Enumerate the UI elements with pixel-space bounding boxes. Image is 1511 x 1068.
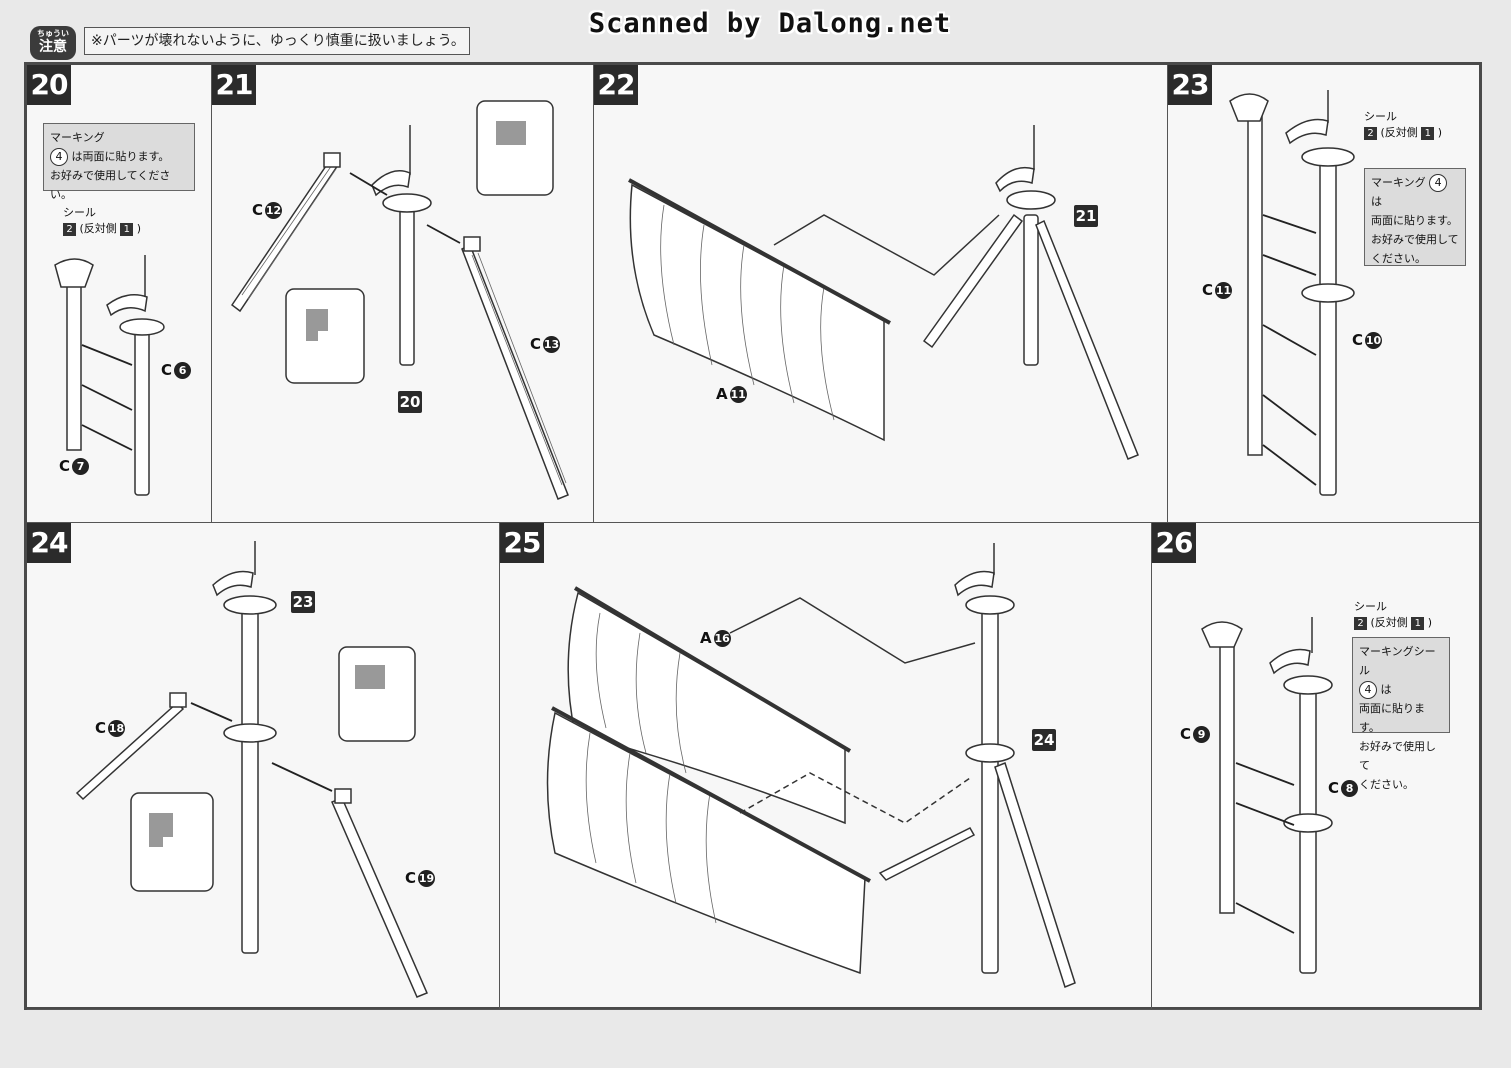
- marking-pref-2: ください。: [1359, 778, 1414, 791]
- seal-b: 1: [1411, 617, 1425, 630]
- seal-close: ): [136, 222, 142, 235]
- seal-word: シール: [1364, 110, 1397, 123]
- mast-illustration: [1201, 617, 1333, 974]
- step-20-panel: 20 マーキング 4 は両面に貼ります。 お好みで使用してください。 シール 2…: [27, 65, 212, 523]
- marking-both-sides: 両面に貼ります。: [1371, 214, 1458, 227]
- caution-text: ※パーツが壊れないように、ゆっくり慎重に扱いましょう。: [84, 27, 470, 55]
- seal-close: ): [1427, 616, 1433, 629]
- marking-ha: は: [1380, 683, 1392, 696]
- marking-pref-1: お好みで使用して: [1371, 233, 1459, 246]
- seal-opposite: (反対側: [1380, 126, 1418, 139]
- marking-title: マーキング: [50, 131, 105, 144]
- seal-note: シール 2 (反対側 1 ): [63, 205, 141, 237]
- seal-opposite: (反対側: [1370, 616, 1408, 629]
- step-reference: 21: [1074, 205, 1098, 227]
- seal-b: 1: [1421, 127, 1435, 140]
- marking-pref-1: お好みで使用して: [1359, 740, 1436, 772]
- seal-a: 2: [63, 223, 76, 236]
- mast-illustration: [54, 255, 165, 496]
- step-number: 26: [1152, 523, 1196, 563]
- marking-pref-2: ください。: [1371, 252, 1426, 265]
- step-number: 21: [212, 65, 256, 105]
- step-reference: 23: [291, 591, 315, 613]
- step-number: 24: [27, 523, 71, 563]
- marking-both-sides: 両面に貼ります。: [1359, 702, 1425, 734]
- marking-title: マーキングシール: [1359, 645, 1436, 677]
- scanner-watermark: Scanned by Dalong.net: [588, 8, 952, 39]
- marking-note: マーキングシール 4 は 両面に貼ります。 お好みで使用して ください。: [1352, 637, 1450, 791]
- sails-illustration: [546, 543, 1076, 988]
- step-number: 25: [500, 523, 544, 563]
- rigging-illustration: [230, 100, 569, 500]
- seal-b: 1: [120, 223, 134, 236]
- marking-ha: は: [1371, 195, 1382, 208]
- marking-preference: お好みで使用してください。: [50, 169, 171, 201]
- step-number: 20: [27, 65, 71, 105]
- marking-number: 4: [1429, 174, 1448, 192]
- step-number: 22: [594, 65, 638, 105]
- caution-label: 注意: [39, 39, 67, 55]
- seal-close: ): [1437, 126, 1443, 139]
- seal-a: 2: [1364, 127, 1377, 140]
- seal-a: 2: [1354, 617, 1367, 630]
- marking-note: マーキング 4 は 両面に貼ります。 お好みで使用して ください。: [1364, 168, 1466, 266]
- marking-note: マーキング 4 は両面に貼ります。 お好みで使用してください。: [43, 123, 195, 201]
- marking-title: マーキング: [1371, 176, 1426, 189]
- rigging-illustration: [75, 541, 428, 998]
- marking-both-sides: は両面に貼ります。: [71, 150, 170, 163]
- instructions-frame: 20 マーキング 4 は両面に貼ります。 お好みで使用してください。 シール 2…: [24, 62, 1482, 1010]
- seal-note: シール 2 (反対側 1 ): [1354, 599, 1432, 631]
- mast-illustration: [1229, 90, 1355, 496]
- step-26-panel: 26 シール 2 (反対側 1 ) マーキングシール 4 は 両面に貼ります。 …: [1152, 523, 1479, 1010]
- step-reference: 20: [398, 391, 422, 413]
- seal-note: シール 2 (反対側 1 ): [1364, 109, 1442, 141]
- caution-ruby: ちゅうい: [37, 29, 69, 38]
- step-reference: 24: [1032, 729, 1056, 751]
- seal-opposite: (反対側: [79, 222, 117, 235]
- caution-badge: ちゅうい 注意: [30, 26, 76, 60]
- seal-word: シール: [63, 206, 96, 219]
- seal-word: シール: [1354, 600, 1387, 613]
- sail-illustration: [628, 125, 1139, 460]
- step-23-panel: 23 シール 2 (反対側 1 ) マーキング 4 は 両面に貼ります。 お好み…: [1168, 65, 1479, 523]
- step-number: 23: [1168, 65, 1212, 105]
